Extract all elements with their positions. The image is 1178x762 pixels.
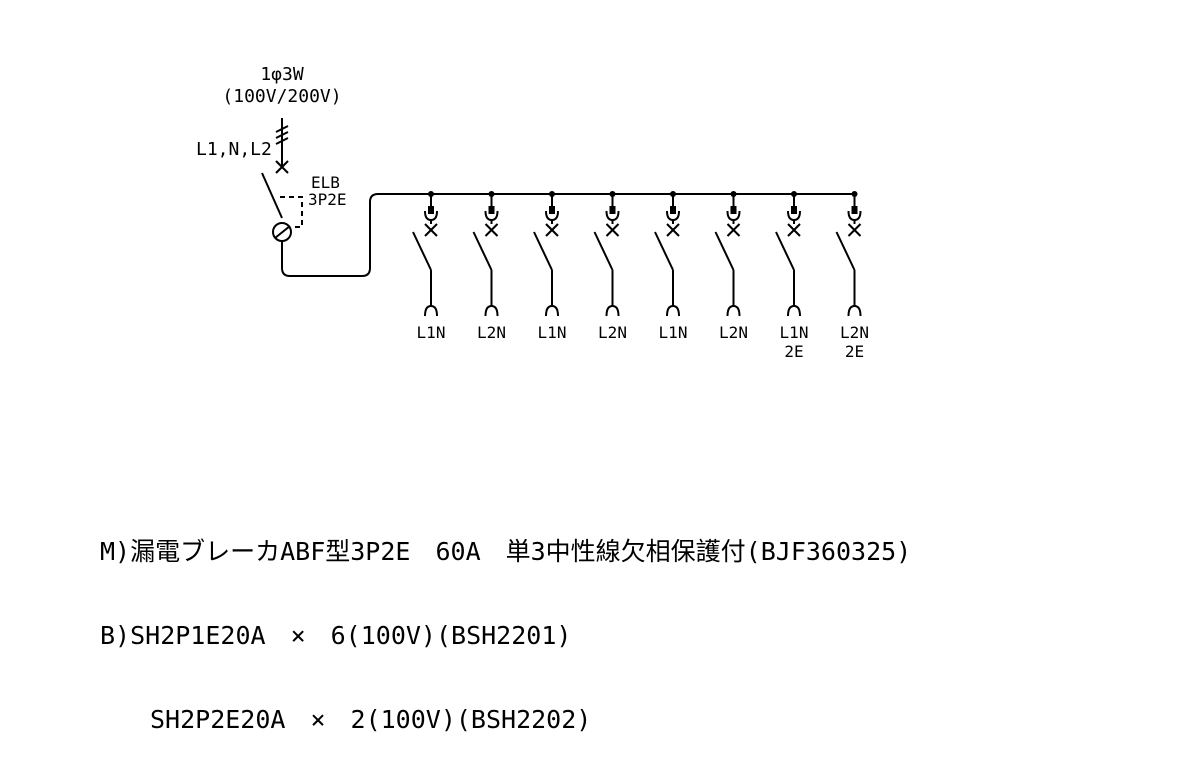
equipment-notes: M)漏電ブレーカABF型3P2E 60A 単3中性線欠相保護付(BJF36032… (100, 482, 911, 762)
plug-in-terminal (428, 206, 434, 214)
branch-line-label: L1N (417, 323, 446, 342)
incoming-feeder (275, 118, 289, 174)
plug-in-terminal (549, 206, 555, 214)
supply-voltage-label: (100V/200V) (222, 86, 341, 107)
plug-in-terminal (670, 206, 676, 214)
breaker-contact (593, 231, 614, 271)
breaker-contact (714, 231, 735, 271)
outlet-terminal (484, 304, 499, 317)
single-line-diagram: 1φ3W (100V/200V) L1,N,L2 ELB 3P2E L1N L2N… (196, 64, 869, 361)
outlet-terminal (545, 304, 559, 317)
plug-in-terminal (791, 206, 797, 214)
outlet-terminal (847, 304, 862, 317)
branch-circuit: L1N (654, 191, 688, 342)
note-branch-2e: SH2P2E20A × 2(100V)(BSH2202) (100, 705, 592, 734)
branch-earth-label: 2E (845, 342, 864, 361)
outlet-terminal (605, 304, 620, 317)
supply-phase-label: 1φ3W (260, 64, 304, 85)
branch-circuit: L2N (472, 191, 506, 342)
plug-in-terminal (851, 206, 858, 214)
outlet-terminal (666, 304, 680, 317)
supply-lines-label: L1,N,L2 (196, 139, 272, 160)
outlet-terminal (726, 304, 741, 317)
branch-line-label: L2N (477, 323, 506, 342)
breaker-contact (654, 231, 674, 271)
plug-in-terminal (488, 206, 495, 214)
breaker-contact (412, 231, 432, 271)
branch-line-label: L2N (840, 323, 869, 342)
branch-line-label: L1N (538, 323, 567, 342)
breaker-contact (472, 231, 493, 271)
breaker-contact (775, 231, 795, 271)
branch-circuit: L2N (714, 191, 748, 342)
branch-line-label: L1N (780, 323, 809, 342)
plug-in-terminal (609, 206, 616, 214)
elb-poles-label: 3P2E (308, 190, 347, 209)
branch-line-label: L2N (598, 323, 627, 342)
branch-line-label: L2N (719, 323, 748, 342)
elb-type-label: ELB (311, 173, 340, 192)
breaker-contact (835, 231, 856, 271)
main-elb-breaker (261, 172, 852, 277)
outlet-terminal (424, 304, 438, 317)
branch-circuit: L2N (593, 191, 627, 342)
branch-circuit: L1N (412, 191, 446, 342)
outlet-terminal (787, 304, 801, 317)
breaker-contact (533, 231, 553, 271)
plug-in-terminal (730, 206, 737, 214)
branch-earth-label: 2E (784, 342, 803, 361)
branch-circuit: L1N (533, 191, 567, 342)
note-branch-1e: B)SH2P1E20A × 6(100V)(BSH2201) (100, 621, 572, 650)
note-main-breaker: M)漏電ブレーカABF型3P2E 60A 単3中性線欠相保護付(BJF36032… (100, 537, 912, 566)
branch-line-label: L1N (659, 323, 688, 342)
